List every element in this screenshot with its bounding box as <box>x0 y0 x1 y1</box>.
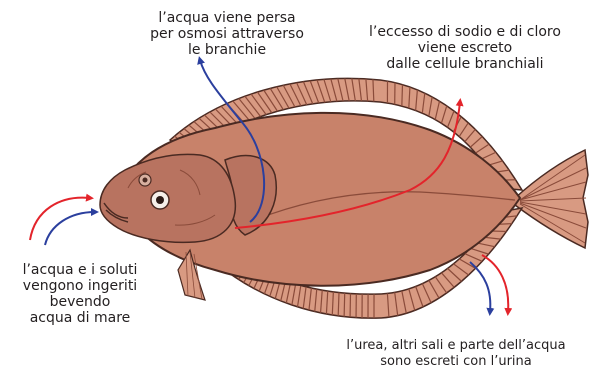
label-urine: l’urea, altri sali e parte dell’acqua so… <box>322 338 590 370</box>
label-water-loss: l’acqua viene persa per osmosi attravers… <box>112 10 342 58</box>
label-intake-line-2: vengono ingeriti <box>0 278 160 294</box>
label-salt-excretion: l’eccesso di sodio e di cloro viene escr… <box>345 24 585 72</box>
dorsal-rays-ray <box>402 85 403 107</box>
label-intake-line-3: bevendo <box>0 294 160 310</box>
tail-fin <box>515 150 588 248</box>
arrow-intake-blue <box>45 212 95 245</box>
label-urine-line-2: sono escreti con l’urina <box>322 354 590 370</box>
anal-rays-ray <box>344 293 345 317</box>
label-salt-excretion-line-3: dalle cellule branchiali <box>345 56 585 72</box>
fish-eye-second <box>139 174 151 186</box>
label-intake: l’acqua e i soluti vengono ingeriti beve… <box>0 262 160 326</box>
label-salt-excretion-line-1: l’eccesso di sodio e di cloro <box>345 24 585 40</box>
label-salt-excretion-line-2: viene escreto <box>345 40 585 56</box>
label-water-loss-line-3: le branchie <box>112 42 342 58</box>
arrow-intake-red <box>30 198 90 240</box>
label-urine-line-1: l’urea, altri sali e parte dell’acqua <box>322 338 590 354</box>
label-water-loss-line-1: l’acqua viene persa <box>112 10 342 26</box>
anal-rays-ray <box>338 293 339 316</box>
fish-eye <box>151 191 169 209</box>
label-water-loss-line-2: per osmosi attraverso <box>112 26 342 42</box>
label-intake-line-4: acqua di mare <box>0 310 160 326</box>
label-intake-line-1: l’acqua e i soluti <box>0 262 160 278</box>
